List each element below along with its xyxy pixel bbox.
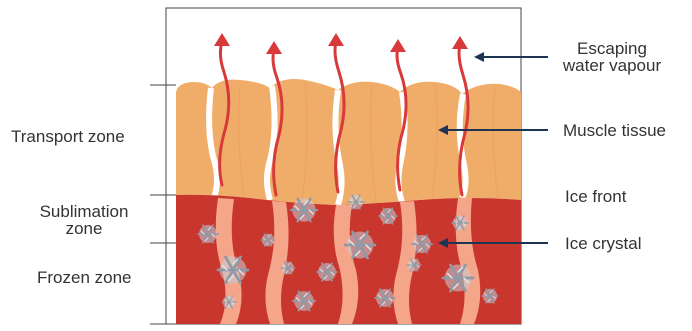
escaping-water-vapour-line2: water vapour (556, 57, 668, 74)
ice-crystal-label: Ice crystal (565, 235, 642, 252)
transport-zone-label: Transport zone (11, 128, 125, 145)
sublimation-zone-label: Sublimation zone (34, 203, 134, 237)
escaping-water-vapour-label: Escaping water vapour (556, 40, 668, 74)
ice-front-label: Ice front (565, 188, 626, 205)
muscle-tissue-label: Muscle tissue (563, 122, 666, 139)
frozen-zone-label: Frozen zone (37, 269, 132, 286)
sublimation-zone-label-line1: Sublimation (34, 203, 134, 220)
sublimation-zone-label-line2: zone (34, 220, 134, 237)
escaping-water-vapour-line1: Escaping (556, 40, 668, 57)
